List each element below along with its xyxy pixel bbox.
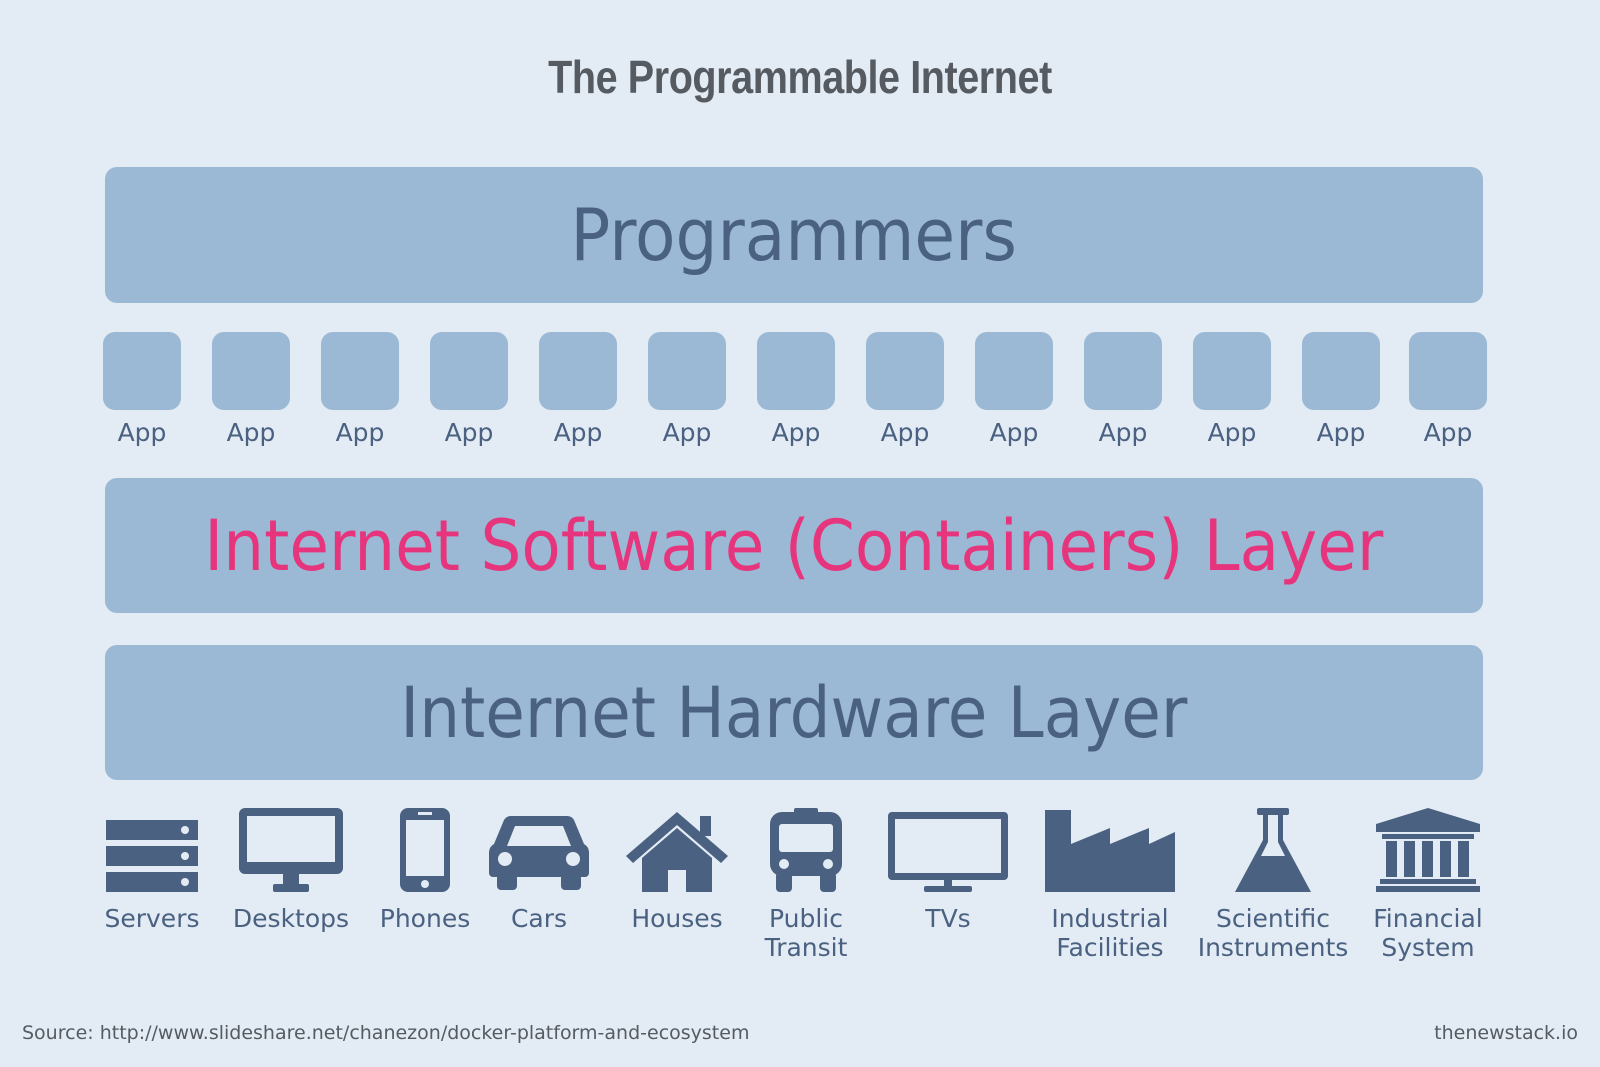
bus-icon xyxy=(770,808,842,892)
app-label: App xyxy=(662,418,712,447)
app-box xyxy=(321,332,399,410)
desktop-icon xyxy=(239,808,343,892)
apps-row: App App App App App App App App App App … xyxy=(0,332,1600,462)
device-label: Scientific Instruments xyxy=(1197,904,1349,962)
device-financial-system: Financial System xyxy=(1343,808,1513,962)
app-box xyxy=(975,332,1053,410)
device-label: Desktops xyxy=(232,904,350,933)
app-tile: App xyxy=(1286,332,1396,447)
app-box xyxy=(212,332,290,410)
app-label: App xyxy=(1098,418,1148,447)
app-label: App xyxy=(117,418,167,447)
programmers-layer: Programmers xyxy=(105,167,1483,303)
app-tile: App xyxy=(87,332,197,447)
app-label: App xyxy=(1316,418,1366,447)
page-title: The Programmable Internet xyxy=(548,51,1052,103)
device-label: Houses xyxy=(631,904,723,933)
bank-icon xyxy=(1376,808,1480,892)
app-tile: App xyxy=(959,332,1069,447)
software-layer: Internet Software (Containers) Layer xyxy=(105,478,1483,613)
app-label: App xyxy=(335,418,385,447)
device-houses: Houses xyxy=(592,808,762,933)
app-box xyxy=(539,332,617,410)
hardware-layer: Internet Hardware Layer xyxy=(105,645,1483,780)
device-phones: Phones xyxy=(340,808,510,933)
device-label: Phones xyxy=(379,904,471,933)
app-box xyxy=(1409,332,1487,410)
software-layer-label: Internet Software (Containers) Layer xyxy=(204,504,1384,587)
phone-icon xyxy=(400,808,450,892)
tv-icon xyxy=(888,812,1008,892)
device-industrial-facilities: Industrial Facilities xyxy=(1025,808,1195,962)
device-label: Cars xyxy=(510,904,568,933)
app-label: App xyxy=(553,418,603,447)
app-tile: App xyxy=(305,332,415,447)
hardware-layer-label: Internet Hardware Layer xyxy=(400,671,1188,754)
factory-icon xyxy=(1045,810,1175,892)
app-tile: App xyxy=(1068,332,1178,447)
app-tile: App xyxy=(632,332,742,447)
app-label: App xyxy=(1207,418,1257,447)
device-scientific-instruments: Scientific Instruments xyxy=(1188,808,1358,962)
app-label: App xyxy=(444,418,494,447)
device-tvs: TVs xyxy=(863,808,1033,933)
device-cars: Cars xyxy=(454,808,624,933)
app-tile: App xyxy=(1393,332,1503,447)
car-icon xyxy=(489,815,589,890)
app-label: App xyxy=(989,418,1039,447)
app-tile: App xyxy=(523,332,633,447)
app-label: App xyxy=(880,418,930,447)
app-box xyxy=(648,332,726,410)
device-label: TVs xyxy=(925,904,971,933)
brand-credit: thenewstack.io xyxy=(1434,1022,1578,1044)
flask-icon xyxy=(1235,808,1311,892)
app-label: App xyxy=(226,418,276,447)
devices-row: Servers Desktops Phones xyxy=(0,808,1600,978)
servers-icon xyxy=(106,820,198,892)
source-credit: Source: http://www.slideshare.net/chanez… xyxy=(22,1022,750,1044)
app-box xyxy=(1302,332,1380,410)
app-box xyxy=(866,332,944,410)
device-label: Financial System xyxy=(1373,904,1483,962)
app-label: App xyxy=(1423,418,1473,447)
house-icon xyxy=(626,812,728,892)
app-box xyxy=(430,332,508,410)
device-label: Servers xyxy=(104,904,200,933)
app-box xyxy=(1084,332,1162,410)
device-desktops: Desktops xyxy=(206,808,376,933)
device-label: Public Transit xyxy=(764,904,848,962)
app-tile: App xyxy=(196,332,306,447)
app-box xyxy=(1193,332,1271,410)
app-label: App xyxy=(771,418,821,447)
app-box xyxy=(757,332,835,410)
device-label: Industrial Facilities xyxy=(1051,904,1169,962)
app-tile: App xyxy=(414,332,524,447)
app-tile: App xyxy=(850,332,960,447)
programmers-layer-label: Programmers xyxy=(570,193,1018,277)
app-tile: App xyxy=(1177,332,1287,447)
device-servers: Servers xyxy=(67,808,237,933)
device-public-transit: Public Transit xyxy=(721,808,891,962)
app-box xyxy=(103,332,181,410)
app-tile: App xyxy=(741,332,851,447)
